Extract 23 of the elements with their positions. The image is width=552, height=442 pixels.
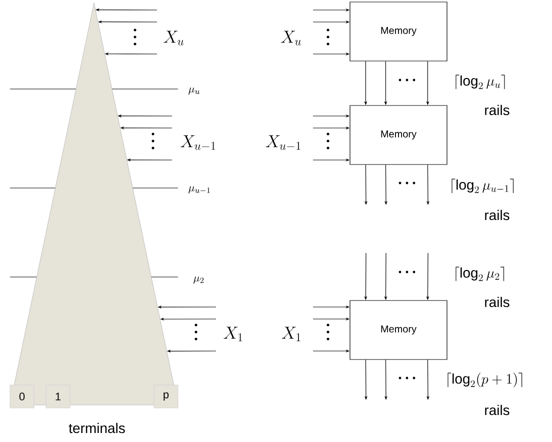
text-label: rails bbox=[485, 210, 510, 220]
terminal-box: 0 bbox=[10, 384, 34, 408]
formula-label: $\lceil \log_2 (p+1) \rceil$ bbox=[448, 372, 522, 388]
memory-box: Memory bbox=[350, 105, 448, 165]
symbol-label: $X_u$ bbox=[281, 30, 301, 46]
text-label: rails bbox=[485, 296, 510, 308]
symbol-label: $\mu_{u-1}$ bbox=[188, 186, 210, 194]
memory-box: Memory bbox=[350, 2, 448, 62]
terminal-box: 1 bbox=[46, 384, 70, 408]
symbol-label: $X_1$ bbox=[224, 326, 242, 342]
symbol-label: $\mu_2$ bbox=[194, 276, 204, 284]
formula-label: $\lceil \log_2 \mu_2 \rceil$ bbox=[456, 266, 504, 282]
symbol-label: $\mu_u$ bbox=[188, 87, 200, 95]
symbol-label: $X_u$ bbox=[164, 30, 184, 46]
symbol-label: $X_1$ bbox=[282, 326, 300, 342]
text-label: rails bbox=[485, 404, 510, 416]
formula-label: $\lceil \log_2 \mu_{u-1} \rceil$ bbox=[452, 178, 514, 194]
formula-label: $\lceil \log_2 \mu_u \rceil$ bbox=[456, 74, 505, 90]
memory-box: Memory bbox=[350, 300, 448, 360]
terminal-box: p bbox=[154, 384, 178, 408]
caption-label: terminals bbox=[68, 422, 125, 434]
symbol-label: $X_{u-1}$ bbox=[266, 135, 300, 150]
text-label: rails bbox=[485, 104, 510, 116]
